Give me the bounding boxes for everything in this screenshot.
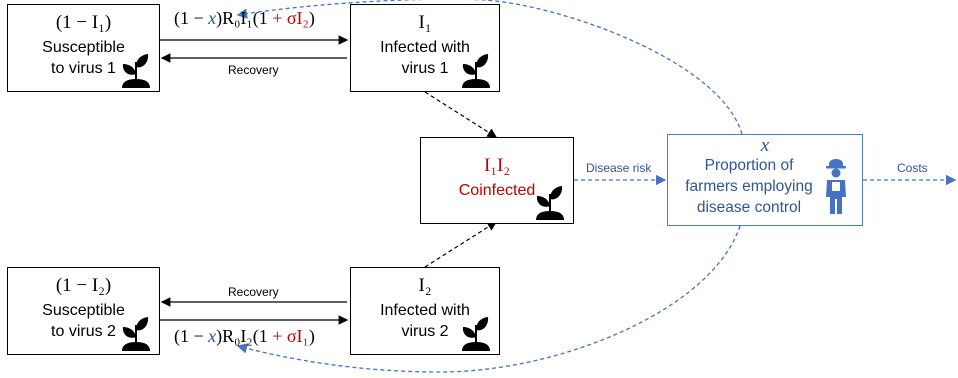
costs-label: Costs — [897, 161, 928, 175]
infected-virus-2-expression: I₂ — [418, 275, 432, 296]
recovery-label-virus-1: Recovery — [228, 63, 279, 77]
control-feedback-curve-bottom — [236, 225, 741, 373]
seedling-icon — [462, 54, 490, 88]
susceptible-virus-2-expression: (1 − I₂) — [55, 275, 112, 296]
control-label-line3: disease control — [696, 199, 802, 216]
coinfected-box: I₁I₂ Coinfected — [420, 137, 574, 224]
coinfection-arrow-from-virus-1 — [424, 91, 498, 138]
control-label-line2: farmers employing — [685, 178, 813, 195]
coinfected-expression: I₁I₂ — [484, 155, 510, 176]
control-label-line1: Proportion of — [704, 157, 794, 174]
seedling-icon — [122, 317, 150, 351]
disease-control-box: x Proportion of farmers employing diseas… — [667, 134, 863, 226]
infection-rate-virus-2: (1 − x)R₀I₂(1 + σI₁) — [174, 326, 315, 346]
infected-virus-1-label-line1: Infected with — [380, 39, 470, 56]
susceptible-virus-2-box: (1 − I₂) Susceptible to virus 2 — [7, 267, 160, 355]
susceptible-virus-2-label-line2: to virus 2 — [51, 323, 116, 340]
infected-virus-2-box: I₂ Infected with virus 2 — [350, 267, 500, 355]
infected-virus-1-label-line2: virus 1 — [401, 60, 449, 77]
farmer-icon — [826, 159, 846, 214]
infection-rate-virus-1: (1 − x)R₀I₁(1 + σI₂) — [174, 8, 315, 28]
infected-virus-2-label-line2: virus 2 — [401, 323, 449, 340]
susceptible-virus-1-label-line1: Susceptible — [42, 39, 125, 56]
seedling-icon — [462, 317, 490, 351]
susceptible-virus-1-box: (1 − I₁) Susceptible to virus 1 — [7, 4, 160, 92]
coinfected-label: Coinfected — [458, 182, 536, 199]
recovery-label-virus-2: Recovery — [228, 285, 279, 299]
susceptible-virus-1-label-line2: to virus 1 — [51, 60, 116, 77]
infected-virus-2-label-line1: Infected with — [380, 302, 470, 319]
susceptible-virus-1-expression: (1 − I₁) — [55, 12, 112, 33]
control-description: Proportion of farmers employing disease … — [674, 155, 824, 218]
control-variable: x — [760, 135, 770, 156]
infected-virus-1-box: I₁ Infected with virus 1 — [350, 4, 500, 92]
infected-virus-1-expression: I₁ — [418, 12, 432, 33]
coinfection-arrow-from-virus-2 — [424, 221, 498, 268]
seedling-icon — [122, 54, 150, 88]
disease-risk-label: Disease risk — [586, 161, 652, 175]
control-feedback-curve-top — [236, 0, 743, 135]
susceptible-virus-2-label-line1: Susceptible — [42, 302, 125, 319]
seedling-icon — [536, 186, 564, 220]
